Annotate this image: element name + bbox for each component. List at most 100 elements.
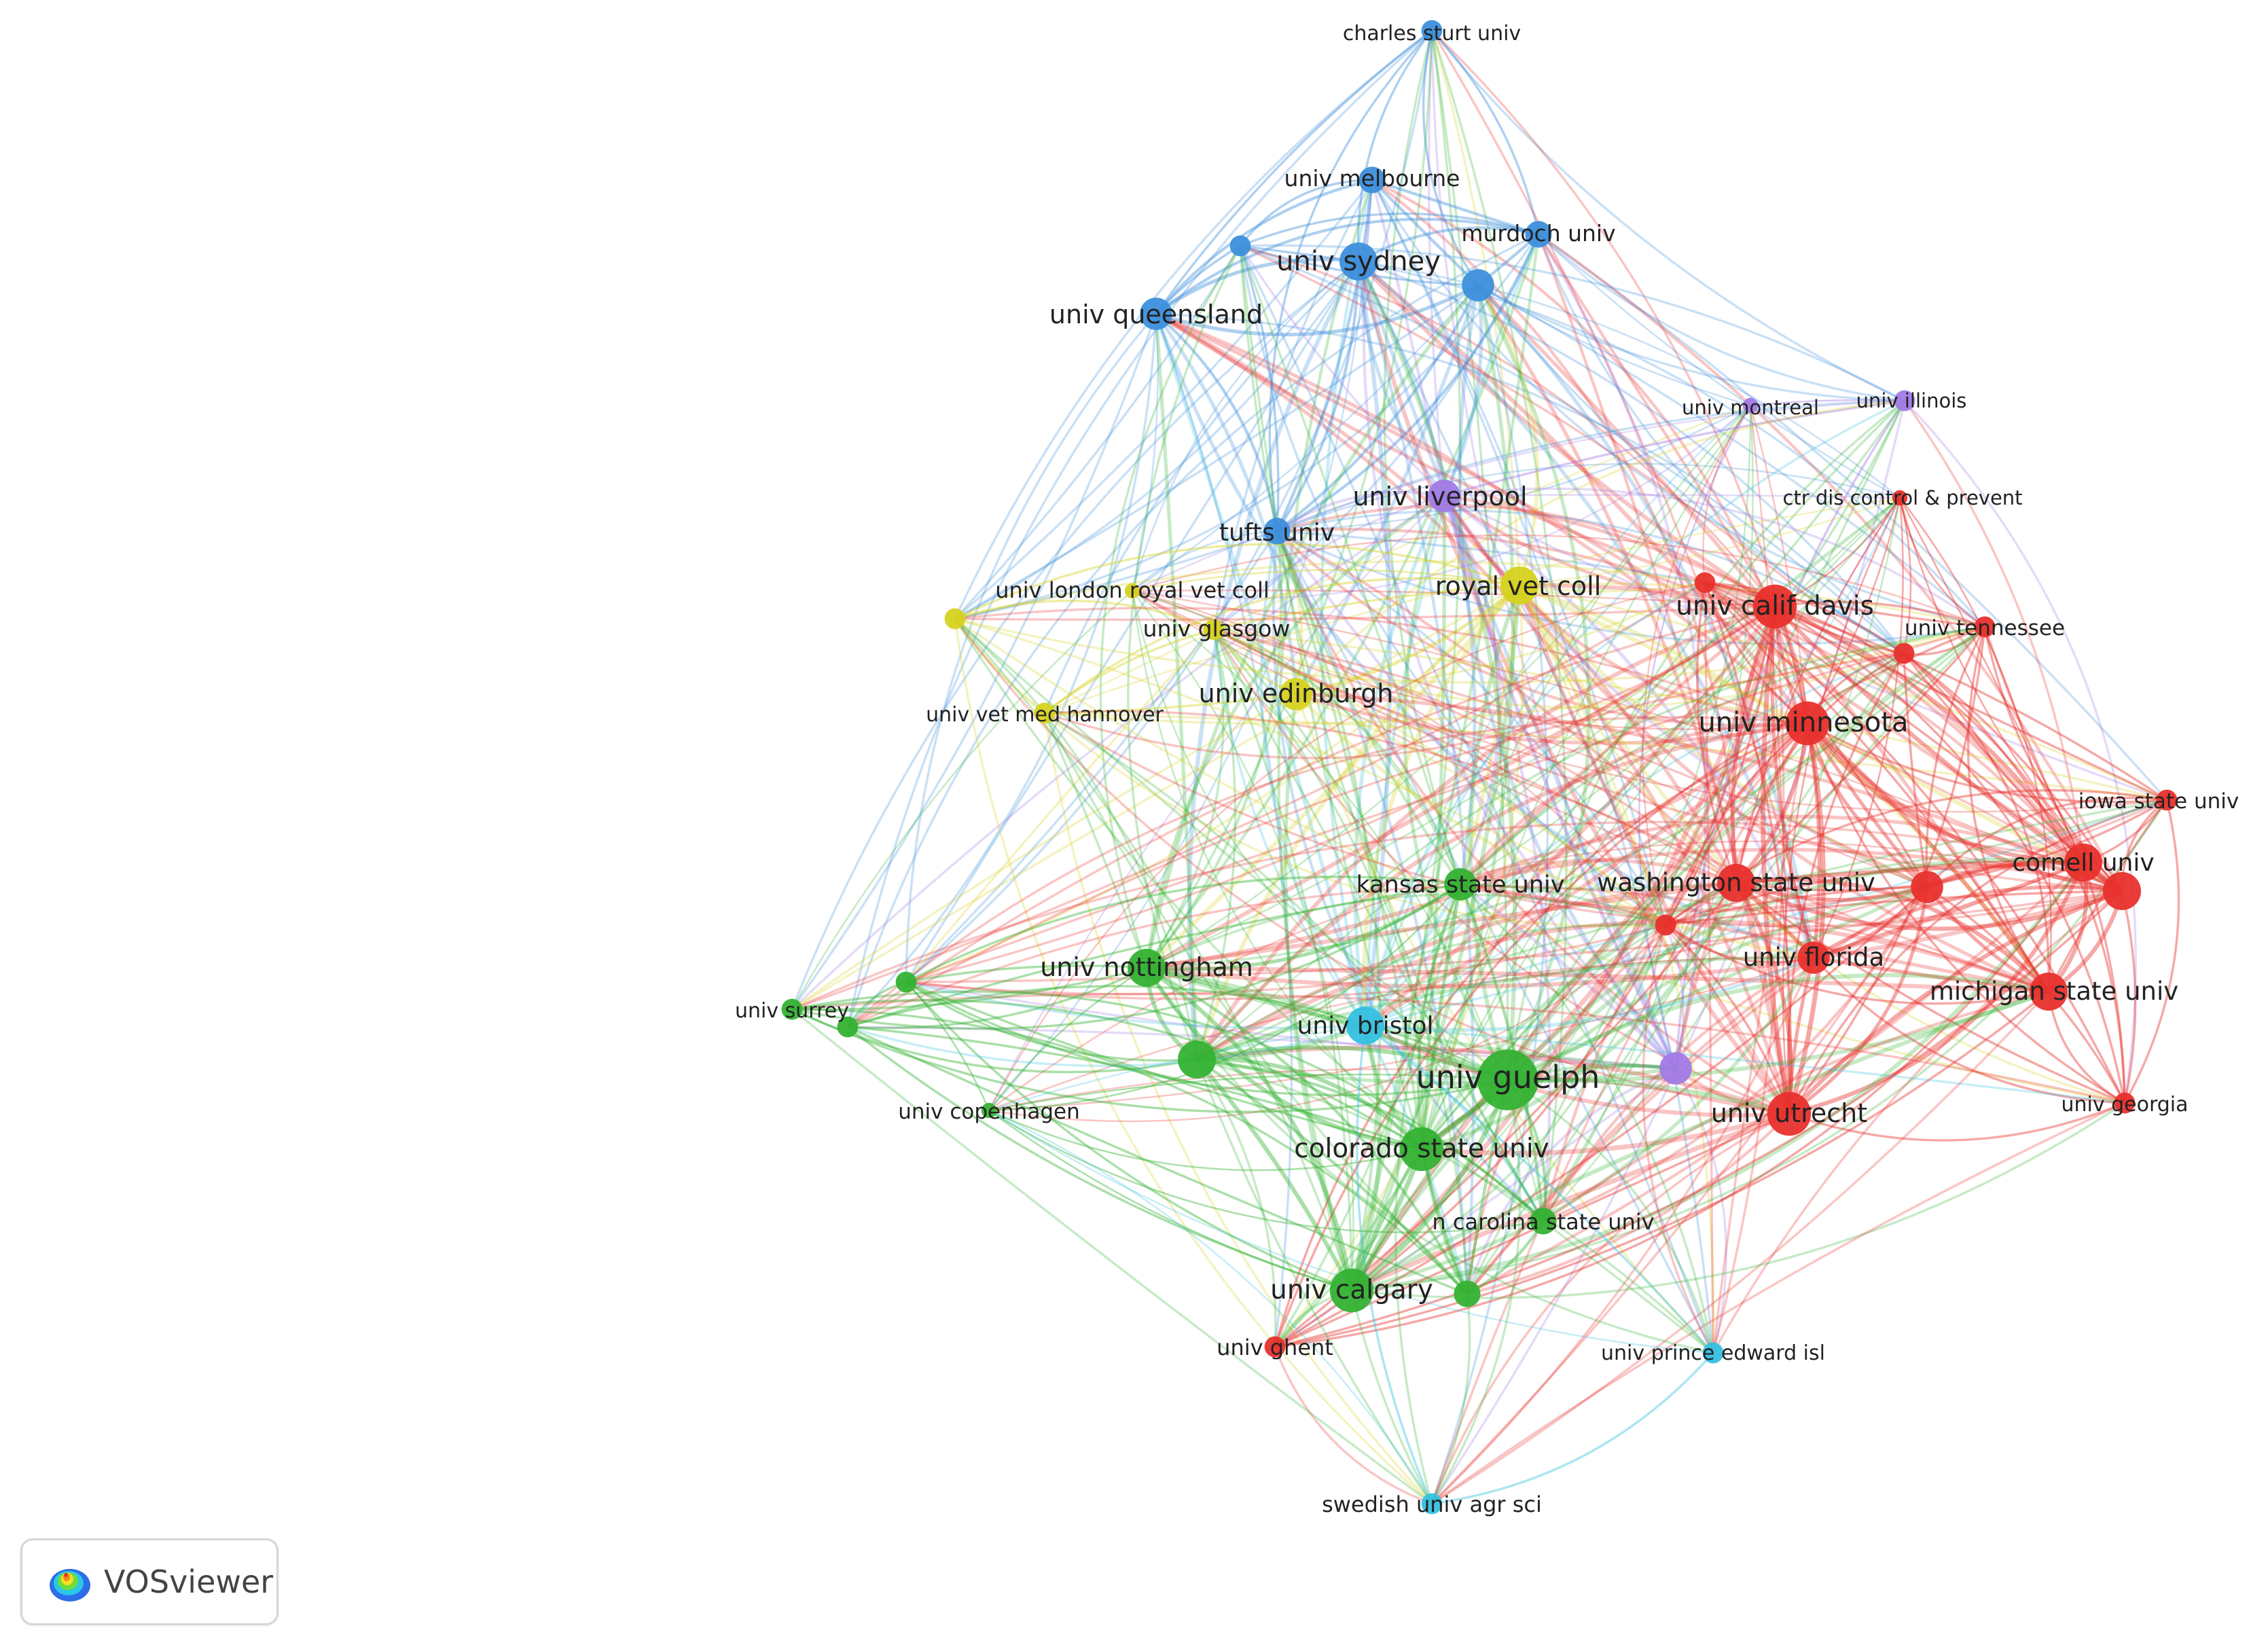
node-univ-utrecht[interactable]	[1767, 1091, 1812, 1136]
link-univ-montreal--n-carolina-state-univ	[1542, 405, 1754, 1222]
node-cornell-univ[interactable]	[2064, 844, 2102, 882]
node-univ-nottingham[interactable]	[1128, 949, 1166, 987]
link-univ-nottingham--green-unlabeled-2	[905, 964, 1147, 983]
node-univ-calif-davis[interactable]	[1752, 584, 1797, 629]
node-univ-london-royal-vet-coll[interactable]	[1124, 583, 1140, 599]
node-ctr-dis-control-prevent[interactable]	[1892, 490, 1908, 506]
node-univ-montreal[interactable]	[1742, 397, 1759, 414]
node-royal-vet-coll[interactable]	[1500, 566, 1538, 604]
node-red-unlabeled-1[interactable]	[1694, 572, 1716, 594]
link-univ-liverpool--univ-copenhagen	[988, 495, 1445, 1111]
node-univ-prince-edward-isl[interactable]	[1702, 1342, 1724, 1364]
node-univ-copenhagen[interactable]	[981, 1102, 997, 1119]
node-univ-ghent[interactable]	[1264, 1336, 1286, 1358]
node-univ-vet-med-hannover[interactable]	[1034, 702, 1056, 724]
node-univ-tennessee[interactable]	[1974, 616, 1996, 638]
link-univ-edinburgh--univ-calgary	[1284, 693, 1354, 1291]
node-green-unlabeled-3[interactable]	[837, 1016, 859, 1038]
link-univ-glasgow--michigan-state-univ	[1213, 628, 2049, 993]
link-univ-calif-davis--green-unlabeled-3	[847, 605, 1776, 1028]
link-red-unlabeled-1--red-unlabeled-2	[1704, 581, 1905, 655]
node-univ-melbourne[interactable]	[1358, 166, 1386, 194]
link-univ-liverpool--red-unlabeled-4	[1442, 494, 1928, 889]
node-univ-guelph[interactable]	[1477, 1049, 1538, 1110]
node-univ-illinois[interactable]	[1894, 390, 1915, 412]
node-n-carolina-state-univ[interactable]	[1530, 1208, 1557, 1235]
node-kansas-state-univ[interactable]	[1444, 868, 1477, 901]
node-swedish-univ-agr-sci[interactable]	[1421, 1493, 1443, 1515]
link-univ-glasgow--univ-bristol	[1212, 629, 1367, 1026]
link-univ-queensland--univ-utrecht	[1155, 312, 1791, 1115]
node-univ-liverpool[interactable]	[1428, 479, 1460, 512]
node-charles-sturt-univ[interactable]	[1421, 20, 1443, 41]
node-univ-sydney[interactable]	[1339, 242, 1378, 280]
node-univ-georgia[interactable]	[2114, 1092, 2136, 1114]
link-cornell-univ--univ-georgia	[2082, 862, 2126, 1104]
node-red-unlabeled-5[interactable]	[1655, 914, 1676, 936]
node-colorado-state-univ[interactable]	[1399, 1127, 1444, 1172]
node-univ-bristol[interactable]	[1346, 1007, 1384, 1045]
node-blue-unlabeled-1[interactable]	[1229, 235, 1251, 257]
node-michigan-state-univ[interactable]	[2030, 973, 2068, 1011]
node-univ-queensland[interactable]	[1140, 297, 1172, 330]
link-michigan-state-univ--univ-guelph	[1507, 990, 2050, 1083]
node-murdoch-univ[interactable]	[1525, 221, 1552, 248]
link-washington-state-univ--univ-georgia	[1735, 882, 2125, 1104]
node-red-unlabeled-4[interactable]	[1911, 871, 1943, 903]
node-univ-florida[interactable]	[1797, 941, 1830, 974]
link-blue-unlabeled-1--tufts-univ	[1239, 245, 1280, 532]
link-univ-glasgow--univ-vet-med-hannover	[1043, 628, 1214, 714]
link-univ-minnesota--washington-state-univ	[1734, 723, 1810, 885]
link-green-unlabeled-3--univ-calgary	[846, 1026, 1352, 1292]
node-univ-glasgow[interactable]	[1203, 619, 1225, 640]
node-washington-state-univ[interactable]	[1717, 864, 1755, 902]
node-green-unlabeled-4[interactable]	[1454, 1280, 1481, 1307]
node-red-unlabeled-2[interactable]	[1893, 642, 1915, 664]
link-red-unlabeled-2--michigan-state-univ	[1903, 652, 2050, 992]
label-kansas-state-univ: kansas state univ	[1356, 871, 1565, 899]
link-green-unlabeled-1--green-unlabeled-4	[1195, 1058, 1469, 1295]
label-colorado-state-univ: colorado state univ	[1294, 1134, 1549, 1164]
link-univ-illinois--univ-liverpool	[1443, 399, 1905, 497]
link-univ-liverpool--n-carolina-state-univ	[1442, 495, 1551, 1222]
link-blue-unlabeled-2--red-unlabeled-2	[1477, 284, 1905, 655]
link-univ-melbourne--washington-state-univ	[1371, 179, 1738, 884]
vosviewer-label: VOSviewer	[104, 1563, 274, 1600]
link-green-unlabeled-1--univ-guelph	[1196, 1045, 1509, 1082]
link-murdoch-univ--univ-calif-davis	[1537, 233, 1776, 608]
node-univ-minnesota[interactable]	[1785, 701, 1830, 746]
node-green-unlabeled-2[interactable]	[895, 971, 917, 993]
link-red-unlabeled-5--kansas-state-univ	[1460, 883, 1666, 926]
node-green-unlabeled-1[interactable]	[1178, 1040, 1216, 1079]
link-univ-tennessee--washington-state-univ	[1735, 626, 1986, 884]
node-purple-unlabeled-1[interactable]	[1659, 1052, 1692, 1085]
link-murdoch-univ--univ-calgary	[1350, 234, 1541, 1291]
link-tufts-univ--kansas-state-univ	[1275, 530, 1462, 886]
node-yellow-unlabeled-1[interactable]	[944, 608, 966, 630]
link-univ-florida--swedish-univ-agr-sci	[1430, 957, 1815, 1505]
node-blue-unlabeled-2[interactable]	[1462, 269, 1494, 302]
node-univ-calgary[interactable]	[1329, 1268, 1374, 1313]
node-red-unlabeled-3[interactable]	[2103, 872, 2141, 910]
link-ctr-dis-control-prevent--univ-vet-med-hannover	[1044, 496, 1901, 714]
link-green-unlabeled-1--n-carolina-state-univ	[1196, 1057, 1545, 1223]
link-red-unlabeled-4--michigan-state-univ	[1925, 886, 2050, 994]
link-green-unlabeled-1--univ-bristol	[1196, 1024, 1367, 1062]
label-univ-liverpool: univ liverpool	[1352, 482, 1527, 511]
link-red-unlabeled-1--washington-state-univ	[1696, 582, 1738, 884]
link-red-unlabeled-4--univ-guelph	[1507, 885, 1928, 1082]
node-tufts-univ[interactable]	[1263, 518, 1291, 545]
link-red-unlabeled-3--green-unlabeled-2	[905, 890, 2123, 983]
link-univ-tennessee--n-carolina-state-univ	[1542, 626, 1986, 1222]
link-univ-surrey--n-carolina-state-univ	[791, 990, 1545, 1223]
node-iowa-state-univ[interactable]	[2156, 789, 2178, 811]
link-univ-melbourne--red-unlabeled-5	[1371, 179, 1667, 926]
link-tufts-univ--green-unlabeled-2	[905, 530, 1278, 983]
label-univ-glasgow: univ glasgow	[1143, 615, 1291, 642]
link-univ-melbourne--univ-calgary	[1277, 179, 1374, 1291]
node-univ-surrey[interactable]	[781, 998, 803, 1020]
link-green-unlabeled-2--univ-calgary	[905, 981, 1352, 1292]
node-univ-edinburgh[interactable]	[1280, 678, 1312, 710]
link-washington-state-univ--colorado-state-univ	[1421, 882, 1738, 1151]
link-yellow-unlabeled-1--univ-guelph	[954, 617, 1509, 1081]
